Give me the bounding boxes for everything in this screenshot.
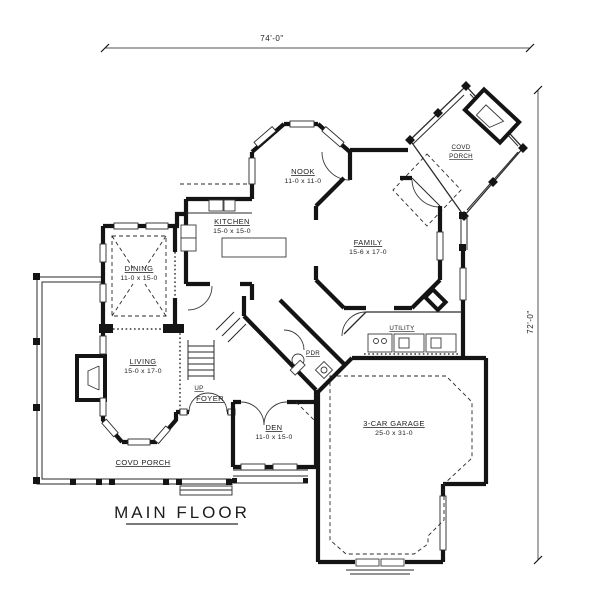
- covered-porch-upper: [392, 81, 528, 251]
- family-dims: 15-6 x 17-0: [349, 249, 387, 256]
- porch-lower-label: COVD PORCH: [116, 458, 171, 467]
- window: [240, 463, 266, 471]
- room-labels: KITCHEN 15-0 x 15-0 NOOK 11-0 x 11-0 FAM…: [116, 144, 473, 467]
- kitchen-island: [221, 237, 287, 258]
- dining-dims: 11-0 x 15-0: [120, 275, 157, 282]
- sidelight-window: [179, 408, 188, 416]
- window: [113, 222, 139, 230]
- nook-label: NOOK: [291, 167, 315, 176]
- garage-door: [380, 558, 405, 567]
- porch-upper-label-2: PORCH: [449, 153, 473, 160]
- main-floor-title: MAIN FLOOR: [114, 503, 250, 522]
- powder-label: PDR: [306, 350, 320, 357]
- right-exterior-wall: [459, 250, 467, 358]
- covered-porch-left: [33, 273, 308, 496]
- garage-door: [355, 558, 380, 567]
- porch-upper-label-1: COVD: [451, 144, 470, 151]
- window: [99, 397, 107, 417]
- utility-room: [341, 311, 462, 355]
- kitchen-sink-icon: [223, 199, 236, 212]
- stairs-up-label: UP: [194, 385, 203, 392]
- tray-ceiling: [111, 235, 167, 317]
- window: [99, 243, 107, 263]
- kitchen-label: KITCHEN: [214, 217, 250, 226]
- powder-room: [283, 329, 334, 380]
- dimension-width-label: 74'-0": [260, 34, 283, 43]
- window: [321, 125, 345, 148]
- window: [459, 267, 467, 301]
- dining-room: [99, 222, 179, 333]
- sink-icon: [314, 360, 334, 380]
- nook-door: [321, 151, 351, 181]
- window: [253, 125, 277, 148]
- powder-door: [283, 329, 305, 351]
- garage: [315, 355, 489, 575]
- bay-window: [101, 418, 119, 438]
- utility-door: [341, 311, 367, 337]
- kitchen: [174, 183, 287, 311]
- garage-ceiling-line: [329, 375, 473, 555]
- living-label: LIVING: [130, 357, 157, 366]
- kitchen-dims: 15-0 x 15-0: [213, 228, 251, 235]
- window: [272, 463, 298, 471]
- nook: [248, 120, 408, 199]
- entry-double-door: [188, 392, 228, 413]
- hall-door: [187, 285, 213, 311]
- family-label: FAMILY: [354, 238, 383, 247]
- bay-window: [153, 425, 171, 445]
- den-double-door: [240, 401, 288, 426]
- family-room: [313, 175, 449, 313]
- window: [436, 231, 444, 261]
- kitchen-sink-icon: [208, 199, 224, 212]
- window: [145, 222, 169, 230]
- fireplace-icon: [75, 354, 107, 402]
- laundry-sink-icon: [367, 333, 393, 353]
- garage-dims: 25-0 x 31-0: [375, 430, 413, 437]
- den: [230, 390, 319, 471]
- living-dims: 15-0 x 17-0: [124, 368, 162, 375]
- den-label: DEN: [265, 423, 282, 432]
- window: [99, 335, 107, 355]
- media-niche-icon: [422, 286, 449, 313]
- bay-window: [127, 438, 151, 446]
- dimension-height-label: 72'-0": [526, 310, 535, 333]
- dimension-lines: 74'-0" 72'-0": [100, 34, 543, 565]
- outdoor-fireplace-icon: [462, 86, 522, 146]
- dining-label: DINING: [125, 264, 154, 273]
- range-icon: [180, 224, 197, 239]
- nook-dims: 11-0 x 11-0: [285, 178, 322, 185]
- utility-label: UTILITY: [389, 325, 414, 332]
- window: [99, 283, 107, 303]
- stairs: [187, 296, 346, 392]
- window: [248, 157, 256, 185]
- window: [289, 120, 315, 128]
- den-dims: 11-0 x 15-0: [255, 434, 292, 441]
- foyer-label: FOYER: [196, 394, 224, 403]
- living-room: [75, 324, 233, 446]
- oven-icon: [180, 237, 197, 252]
- sheet-title: MAIN FLOOR: [114, 503, 250, 525]
- garage-label: 3-CAR GARAGE: [363, 419, 424, 428]
- window: [439, 495, 447, 551]
